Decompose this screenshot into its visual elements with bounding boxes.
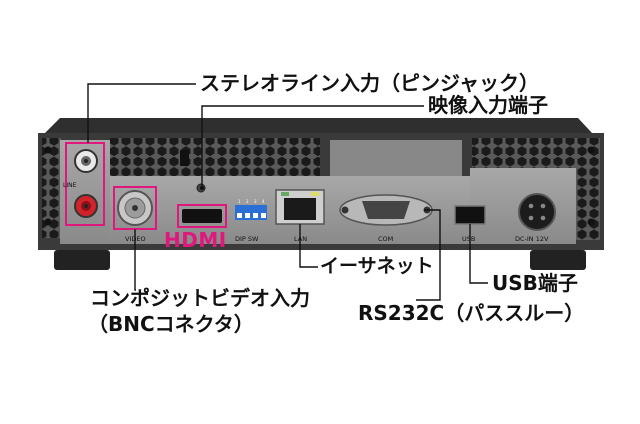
vent-right xyxy=(576,176,600,240)
dip-number-1: 1 xyxy=(238,199,241,204)
leader-dot-ground xyxy=(200,186,204,190)
panel-label-dip-sw: DIP SW xyxy=(235,235,259,243)
hdmi-highlight-box xyxy=(177,204,227,228)
leader-usb xyxy=(469,224,488,284)
dc-in-jack xyxy=(518,193,556,231)
chassis-top xyxy=(45,118,592,133)
vent-window-center xyxy=(330,140,462,176)
dip-number-2: 2 xyxy=(246,199,249,204)
hdmi-logo: HDMI xyxy=(164,228,227,252)
com-port xyxy=(339,194,433,226)
panel-label-line: LINE xyxy=(63,182,77,189)
leader-video-in xyxy=(201,105,424,188)
screw-left-top xyxy=(44,146,52,154)
foot-left xyxy=(54,250,110,270)
dip-number-4: 4 xyxy=(262,199,265,204)
panel-label-com: COM xyxy=(378,235,393,243)
callout-usb-port: USB端子 xyxy=(492,271,578,295)
rca-jack-white xyxy=(74,149,98,173)
foot-right xyxy=(530,250,586,270)
screw-left-bottom xyxy=(44,218,52,226)
usb-port xyxy=(454,205,486,225)
dip-switch xyxy=(235,205,267,220)
rca-jack-red xyxy=(74,194,98,218)
screw-right-top xyxy=(587,146,595,154)
callout-composite-video: コンポジットビデオ入力 xyxy=(90,286,310,310)
callout-composite-video-bnc: （BNCコネクタ） xyxy=(88,312,254,336)
vent-top-center xyxy=(110,138,320,176)
leader-rs232c xyxy=(416,209,441,301)
callout-video-in: 映像入力端子 xyxy=(428,93,548,117)
bnc-connector xyxy=(117,190,153,226)
callout-ethernet: イーサネット xyxy=(320,255,434,277)
lan-port xyxy=(275,189,325,225)
leader-lines xyxy=(87,83,488,301)
leader-stereo-line-in xyxy=(87,83,196,143)
dip-number-3: 3 xyxy=(254,199,257,204)
vent-left xyxy=(42,138,62,238)
callout-stereo-line-in: ステレオライン入力（ピンジャック） xyxy=(200,71,539,95)
mini-switch xyxy=(180,150,189,166)
screw-right-bottom xyxy=(587,218,595,226)
leader-composite xyxy=(134,229,136,291)
panel-label-usb: USB xyxy=(462,235,475,243)
rca-highlight-box xyxy=(65,142,105,226)
leader-ethernet xyxy=(299,224,318,268)
hdmi-port xyxy=(182,209,222,223)
panel-label-dc-in: DC-IN 12V xyxy=(515,235,549,243)
callout-rs232c: RS232C（パススルー） xyxy=(358,301,585,325)
